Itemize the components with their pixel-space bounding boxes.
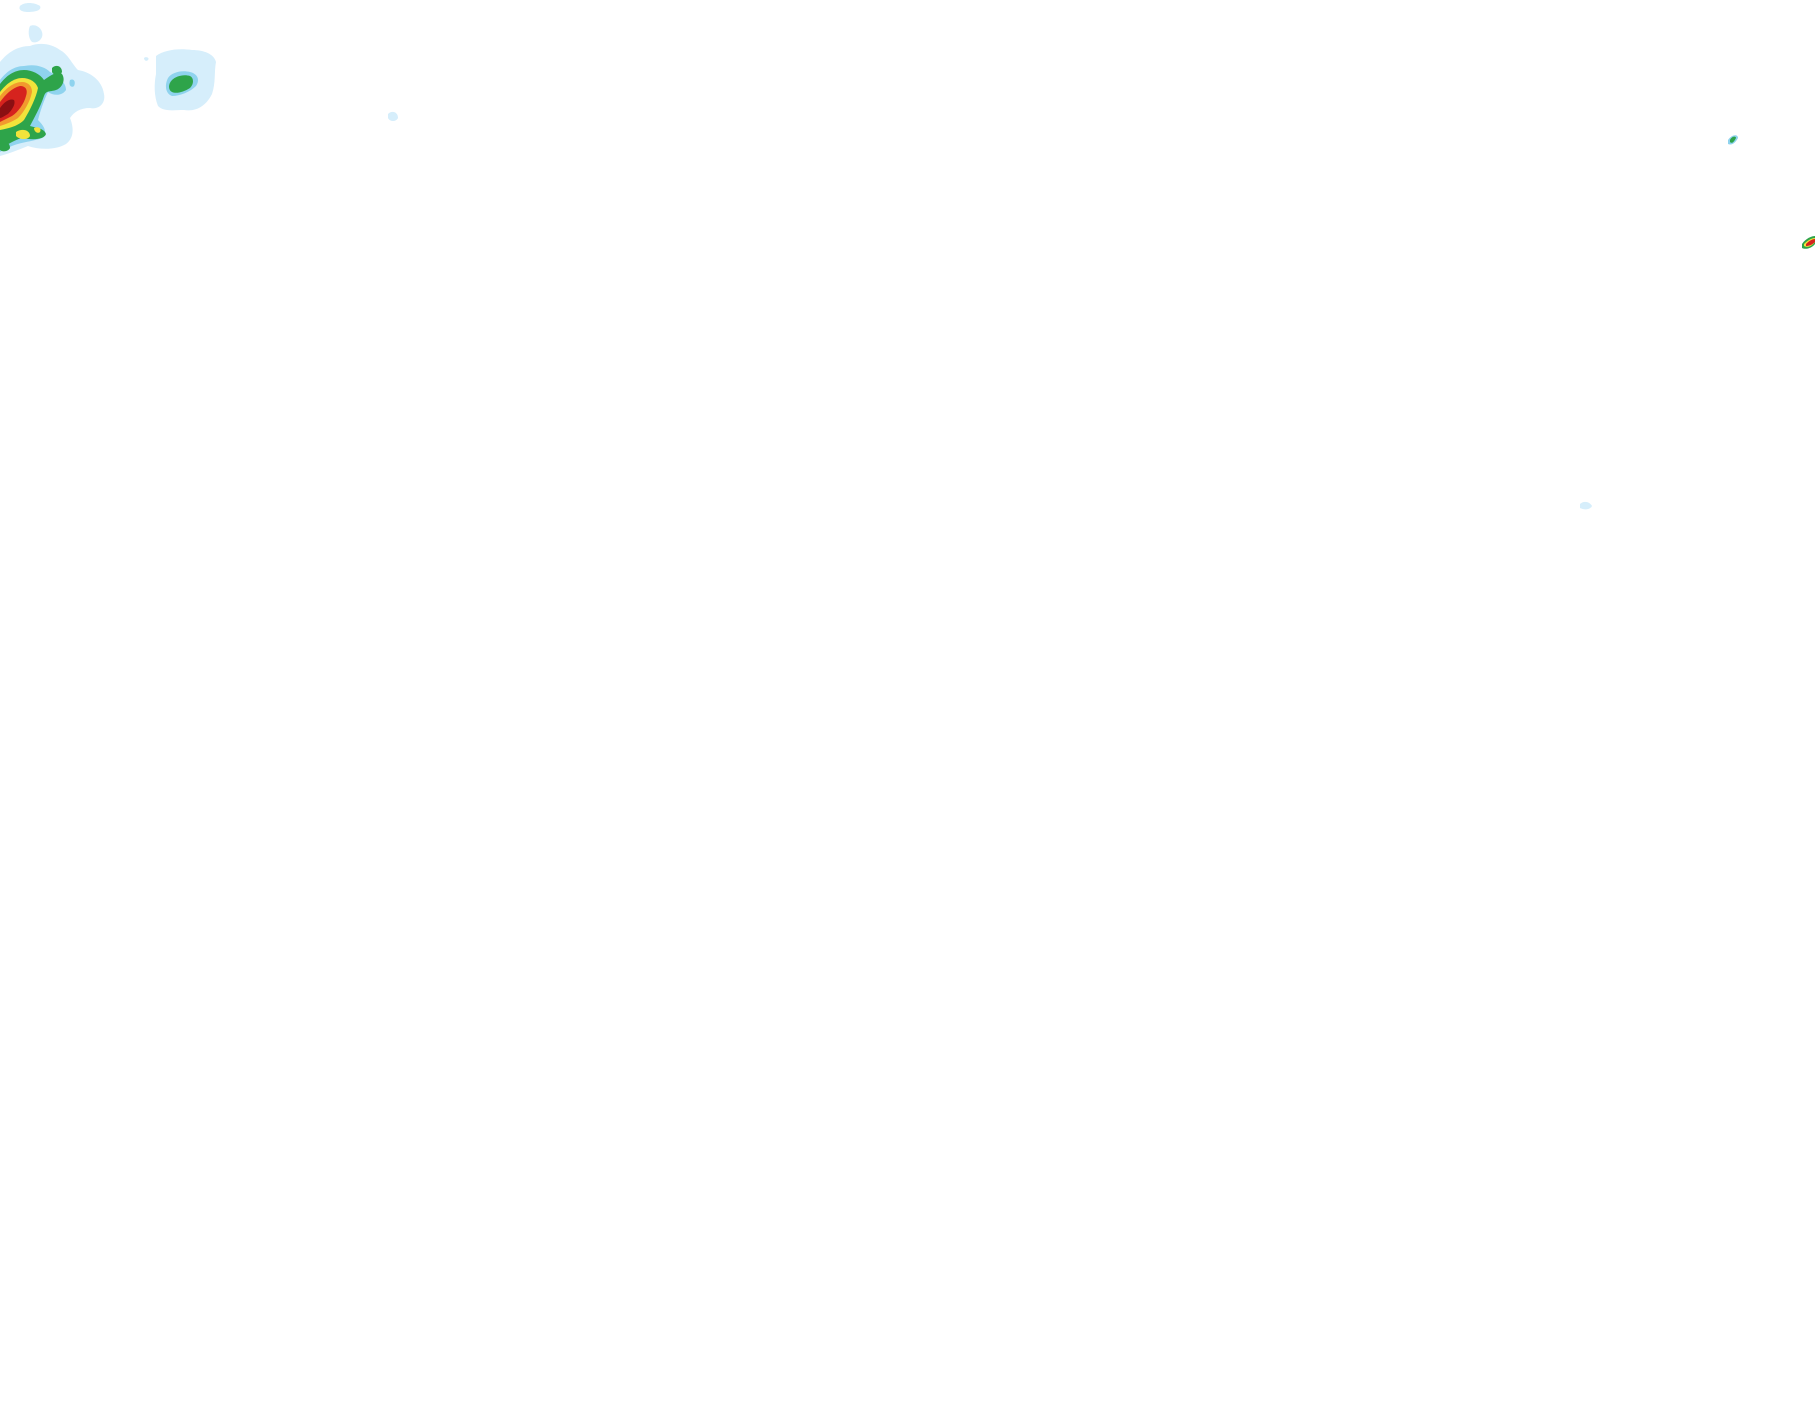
- echo-light: [69, 79, 75, 87]
- echo-moderate: [0, 141, 10, 152]
- echo-extreme: [0, 99, 15, 118]
- echo-cell-east-edge-cell: [1802, 236, 1815, 249]
- echo-very-light: [1580, 501, 1592, 510]
- echo-very-light: [388, 111, 398, 121]
- echo-cell-north-small-cell: [388, 111, 398, 121]
- echo-heavy: [34, 127, 41, 133]
- echo-very-light: [144, 57, 149, 61]
- echo-cell-northwest-complex: [0, 3, 105, 157]
- echo-moderate: [52, 65, 62, 75]
- echo-cell-east-tiny-cell: [1580, 501, 1592, 510]
- echo-moderate: [1730, 136, 1736, 143]
- echo-very-light: [19, 3, 41, 12]
- echo-very-light: [28, 25, 43, 43]
- echo-cell-northwest-secondary-cell: [144, 49, 216, 111]
- echo-moderate: [169, 75, 193, 93]
- echo-intense: [1806, 239, 1815, 246]
- echo-cell-northeast-small-cell: [1728, 135, 1738, 145]
- echo-heavy: [16, 129, 30, 139]
